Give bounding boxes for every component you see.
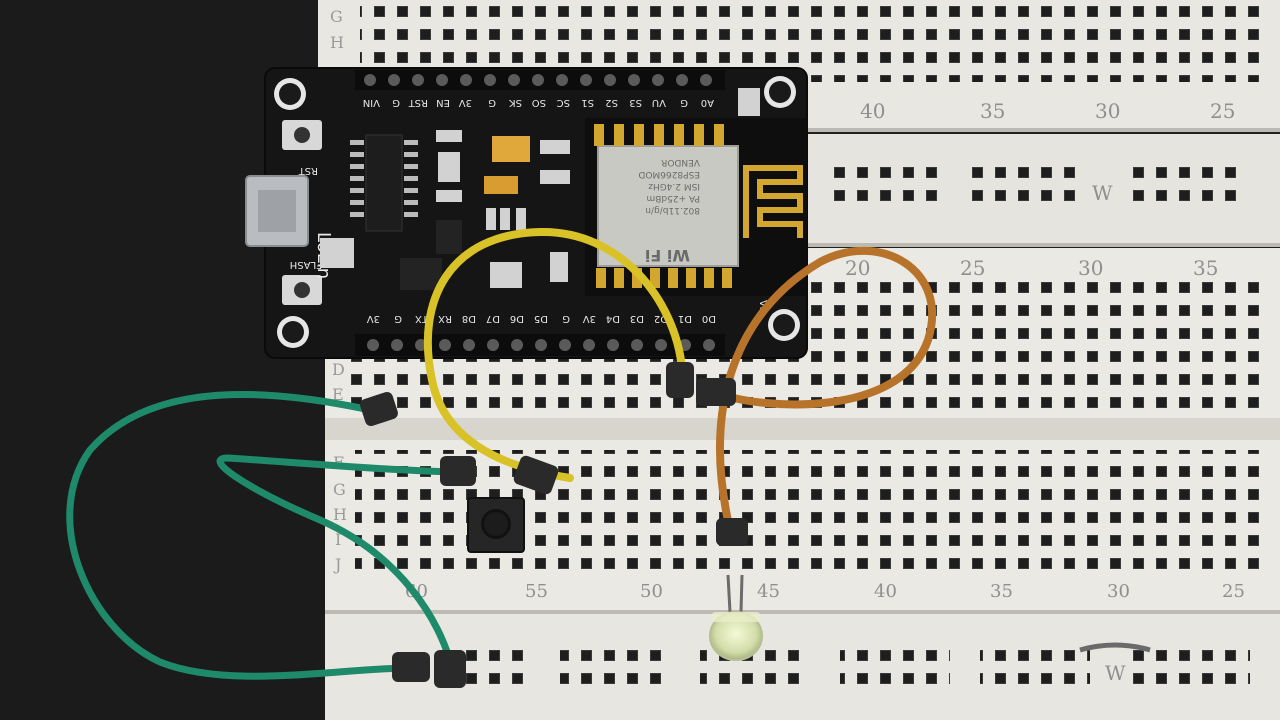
pin-label: D4 xyxy=(606,313,620,324)
pin-label: 3V xyxy=(367,313,380,324)
rail-mark: W xyxy=(1092,181,1113,205)
led xyxy=(709,574,763,661)
pin-label: SO xyxy=(532,97,546,108)
bb-number: 40 xyxy=(874,581,897,602)
bb-number: 35 xyxy=(990,581,1013,602)
row-letter: J xyxy=(333,555,341,574)
module-text: ISM 2.4GHz xyxy=(648,181,700,191)
tactile-push-button[interactable] xyxy=(467,497,525,553)
bb-number: 25 xyxy=(1222,581,1245,602)
pin-label: 3V xyxy=(583,313,596,324)
row-letter: I xyxy=(335,530,341,549)
rst-label: RST xyxy=(298,165,318,176)
pin-label: D5 xyxy=(534,313,548,324)
row-letter: G xyxy=(333,480,346,499)
module-text: VENDOR xyxy=(661,157,700,167)
pin-label: G xyxy=(392,97,400,108)
bb-number: 30 xyxy=(1078,256,1103,280)
flash-label: FLASH xyxy=(290,259,322,270)
bb-number: 35 xyxy=(1193,256,1218,280)
mid-row-numbers: 20 25 30 35 xyxy=(845,256,1218,280)
pin-label: S1 xyxy=(581,97,594,108)
bb-number: 25 xyxy=(1210,99,1235,123)
capacitor xyxy=(484,176,518,194)
rail-mark: W xyxy=(1105,661,1126,685)
row-letter: E xyxy=(332,385,344,404)
pin-label: D6 xyxy=(510,313,524,324)
pin-label: D0 xyxy=(702,313,716,324)
bb-number: 40 xyxy=(860,99,885,123)
pin-label: G xyxy=(394,313,402,324)
capacitor xyxy=(492,136,530,162)
pin-label: SC xyxy=(557,97,570,108)
pin-label: S3 xyxy=(629,97,642,108)
bb-number: 30 xyxy=(1107,581,1130,602)
pin-label: SK xyxy=(509,97,522,108)
yellow-jumper-wire xyxy=(423,227,686,482)
bb-number: 55 xyxy=(525,581,548,602)
esp8266-module: VENDOR ESP8266MOD ISM 2.4GHz PA +25dBm 8… xyxy=(585,118,807,296)
pin-label: G xyxy=(680,97,688,108)
module-text: PA +25dBm xyxy=(646,193,700,203)
top-pin-labels: VIN G RST EN 3V G SK SO SC S1 S2 S3 VU G… xyxy=(363,97,714,108)
pin-label: EN xyxy=(436,97,450,108)
bottom-pin-labels: 3V G TX RX D8 D7 D6 D5 G 3V D4 D3 D2 D1 … xyxy=(367,300,768,324)
green-jumper-wire xyxy=(216,454,459,672)
row-letter: H xyxy=(330,33,344,52)
pin-label: 3V xyxy=(459,97,472,108)
pin-label: VU xyxy=(652,97,666,108)
bb-number: 25 xyxy=(960,256,985,280)
pin-label: RST xyxy=(408,97,428,108)
pin-label: D1 xyxy=(678,313,692,324)
pin-label: G xyxy=(562,313,570,324)
pin-label: G xyxy=(488,97,496,108)
pin-label: D2 xyxy=(654,313,668,324)
bb-number: 30 xyxy=(1095,99,1120,123)
antenna-trace xyxy=(743,165,803,238)
row-letter: G xyxy=(330,7,343,26)
pin-label: D3 xyxy=(630,313,644,324)
staple-wire xyxy=(1079,642,1151,653)
upper-row-numbers: 40 35 30 25 xyxy=(860,99,1235,123)
row-letter: D xyxy=(332,360,345,379)
pin-label: A0 xyxy=(701,97,714,108)
pin-label: VIN xyxy=(363,97,380,108)
bb-number: 20 xyxy=(845,256,870,280)
pin-label: RX xyxy=(438,313,452,324)
module-text: 802.11b/g/n xyxy=(645,205,700,215)
bottom-header xyxy=(355,334,725,356)
nodemcu-board: VIN G RST EN 3V G SK SO SC S1 S2 S3 VU G… xyxy=(245,67,808,359)
pin-label: TX xyxy=(415,313,429,324)
bb-number: 35 xyxy=(980,99,1005,123)
module-text: ESP8266MOD xyxy=(638,169,700,179)
pin-label: S2 xyxy=(605,97,618,108)
green-jumper-wire xyxy=(66,390,414,680)
pin-label: D8 xyxy=(462,313,476,324)
pin-label: D7 xyxy=(486,313,500,324)
bb-number: 45 xyxy=(757,581,780,602)
bb-number: 50 xyxy=(640,581,663,602)
wifi-logo: Wi Fi xyxy=(645,246,690,265)
wire-connectors xyxy=(360,362,748,688)
lower-row-numbers: 60 55 50 45 40 35 30 25 xyxy=(405,581,1245,602)
top-header xyxy=(355,70,725,90)
row-letter: H xyxy=(333,505,347,524)
usb-serial-chip xyxy=(365,134,403,232)
